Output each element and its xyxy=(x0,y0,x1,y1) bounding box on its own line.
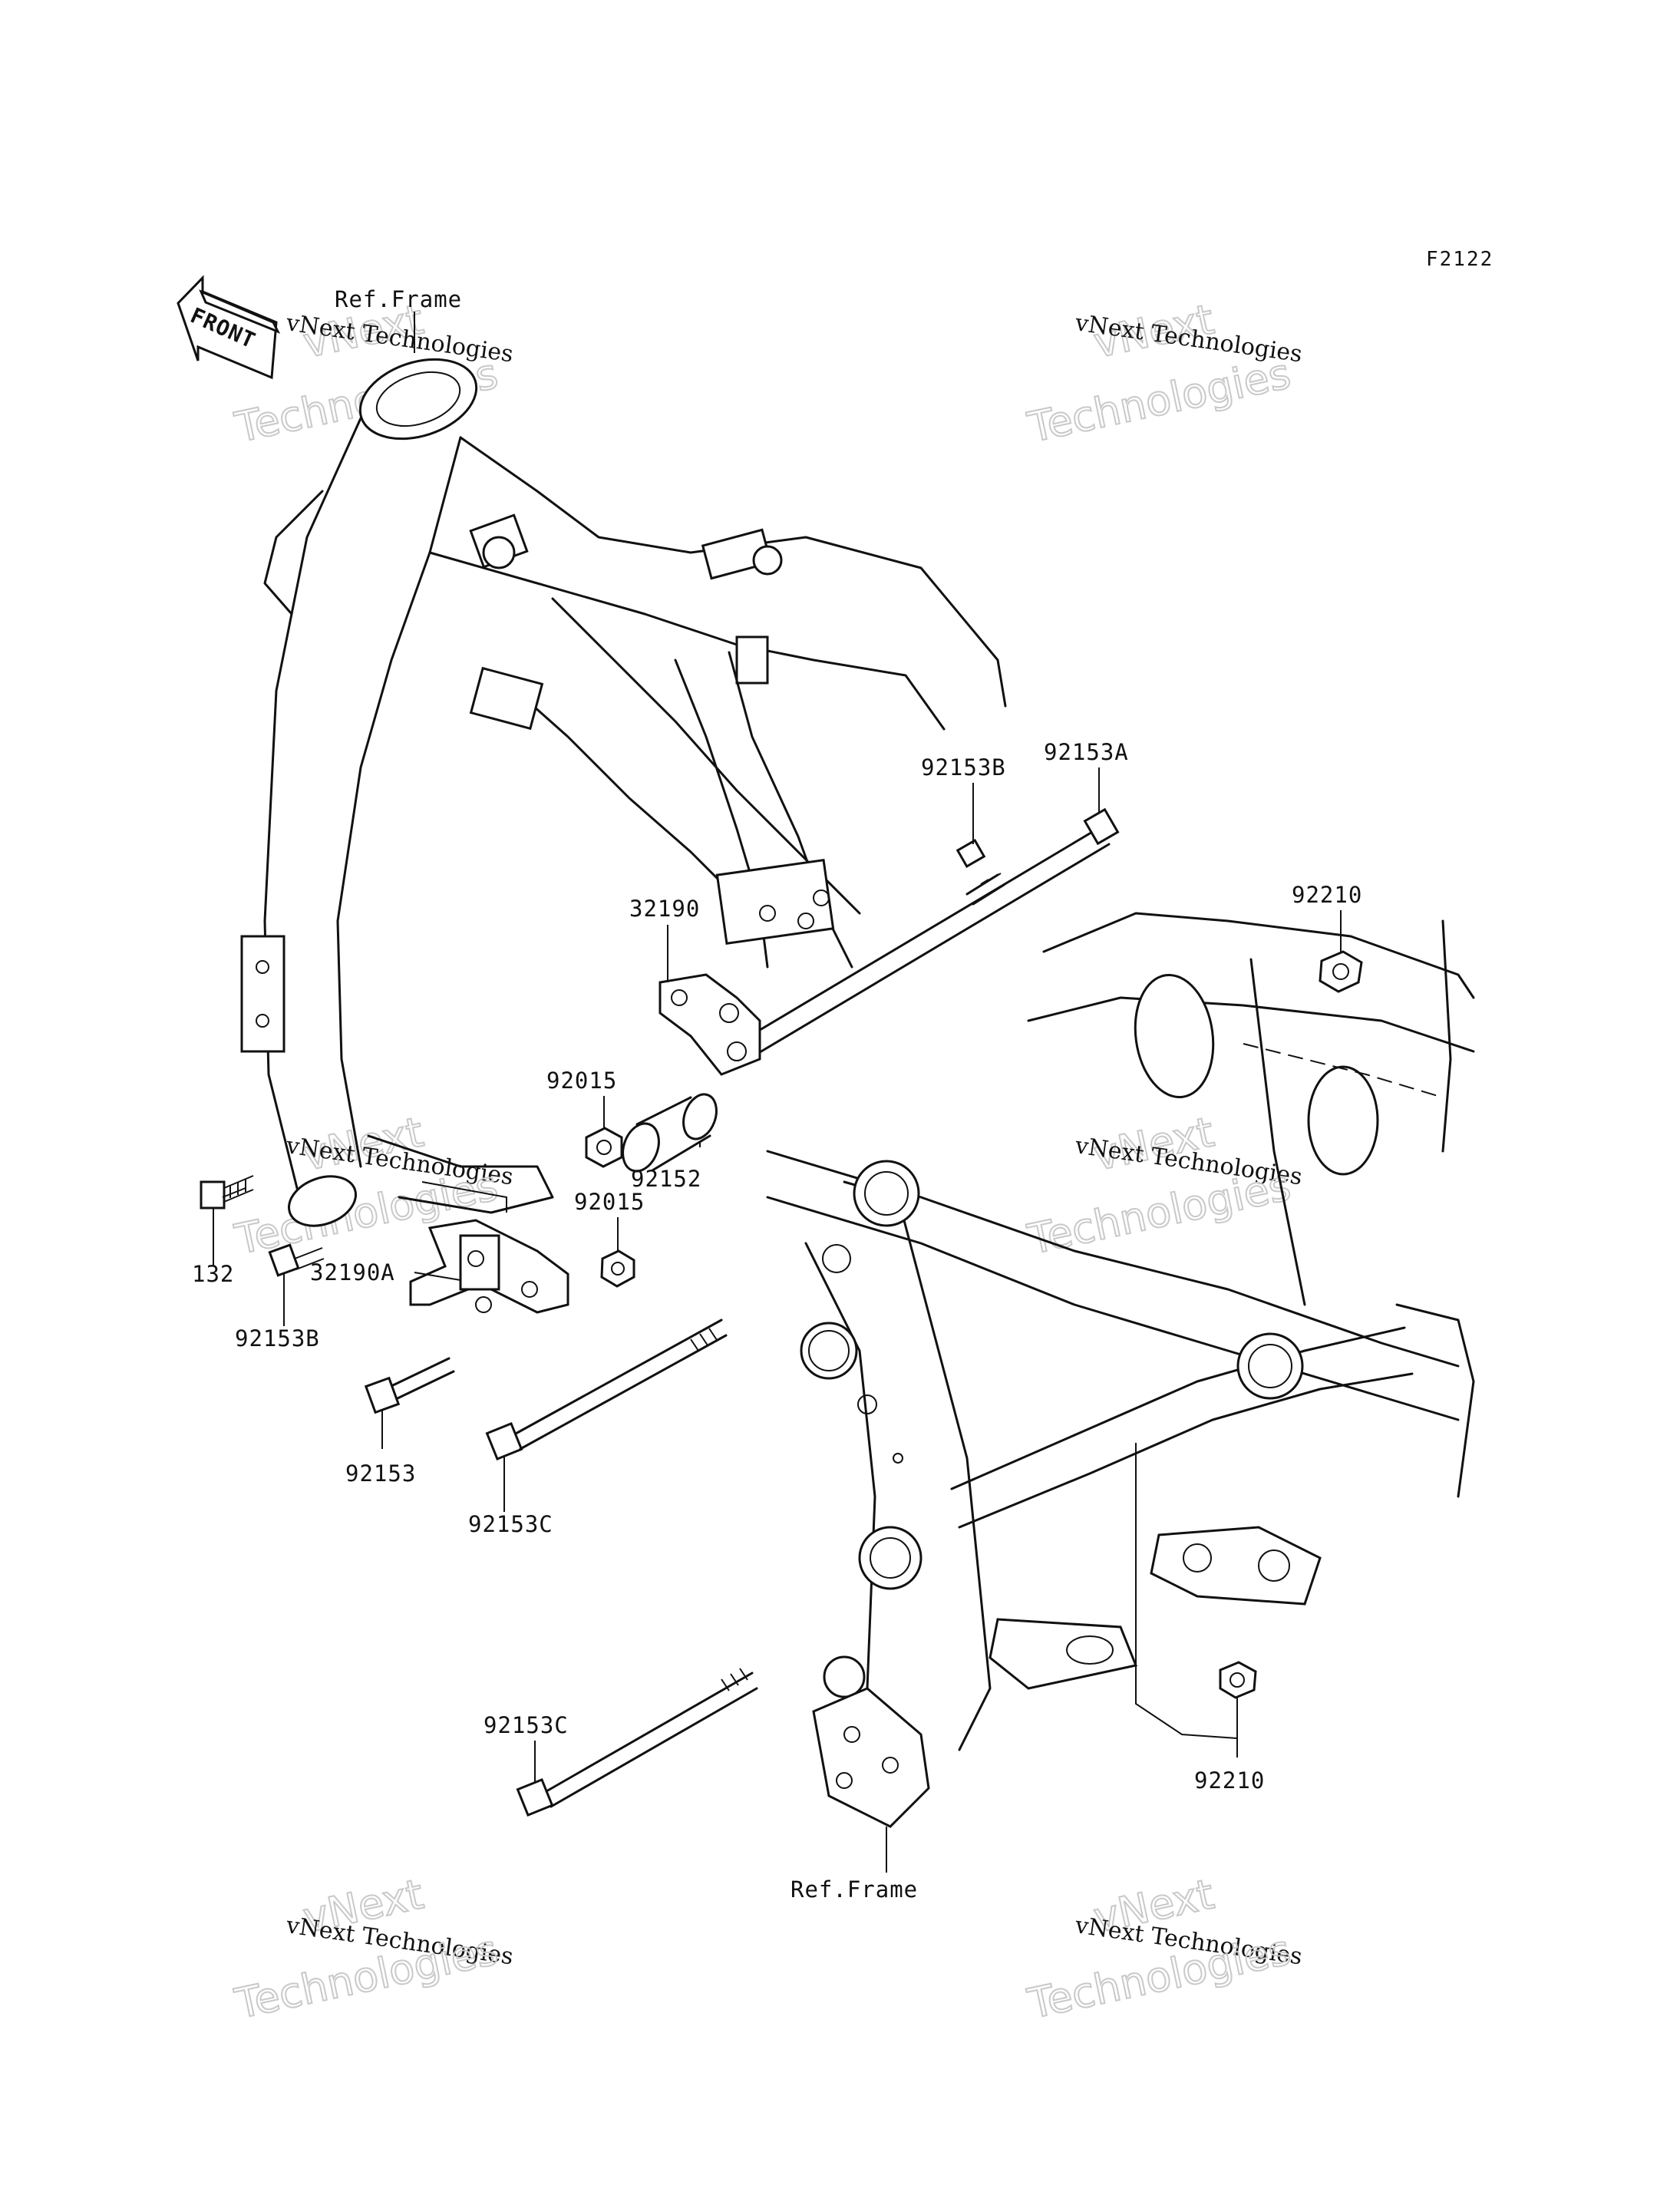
label-92153: 92153 xyxy=(345,1460,416,1487)
label-92153A: 92153A xyxy=(1044,739,1129,765)
label-92210-top: 92210 xyxy=(1292,882,1362,908)
figure-code: F2122 xyxy=(1426,248,1494,271)
label-92210-bottom: 92210 xyxy=(1194,1767,1265,1794)
label-92153C-mid: 92153C xyxy=(468,1511,553,1537)
callout-labels: Ref.Frame 92153A 92153B 92210 32190 9201… xyxy=(192,286,1362,1903)
label-92015-top: 92015 xyxy=(546,1068,617,1094)
spacer-92152 xyxy=(622,1093,718,1173)
bracket-32190 xyxy=(658,973,761,1076)
label-132: 132 xyxy=(192,1261,234,1287)
bracket-32190A xyxy=(409,1219,569,1314)
bolt-92153C-bottom xyxy=(516,1668,758,1817)
watermark-middle-left: vNext vNext Technologies Technologies xyxy=(230,1107,515,1265)
label-92153C-bottom: 92153C xyxy=(484,1712,569,1738)
nut-92210-top xyxy=(1319,950,1363,993)
watermark-bottom-left: vNext vNext Technologies Technologies xyxy=(230,1869,515,2029)
bolt-92153B-bottom xyxy=(268,1243,325,1277)
label-92153B-top: 92153B xyxy=(921,754,1006,781)
leader-lines xyxy=(213,312,1342,1873)
frame-right-section xyxy=(766,912,1475,1828)
bolt-132 xyxy=(200,1175,254,1210)
label-92153B-bottom: 92153B xyxy=(235,1325,320,1351)
nut-92015-mid xyxy=(600,1249,635,1288)
label-ref-frame-bottom: Ref.Frame xyxy=(790,1876,918,1903)
bolt-92153B-top xyxy=(956,839,1005,906)
watermark-top-right: vNext vNext Technologies Technologies xyxy=(1023,294,1304,453)
label-ref-frame-top: Ref.Frame xyxy=(335,286,462,312)
label-32190: 32190 xyxy=(629,896,700,922)
label-92015-mid: 92015 xyxy=(574,1189,645,1215)
watermark-bottom-right: vNext vNext Technologies Technologies xyxy=(1023,1869,1304,2029)
bolt-92153A xyxy=(735,807,1120,1061)
label-32190A: 32190A xyxy=(310,1259,395,1285)
nut-92210-bottom xyxy=(1219,1661,1257,1699)
watermark-middle-right: vNext vNext Technologies Technologies xyxy=(1023,1107,1304,1265)
label-92152: 92152 xyxy=(631,1166,701,1192)
frame-left-section xyxy=(240,358,1007,1227)
bolt-92153C-mid xyxy=(485,1318,728,1461)
front-arrow-icon: FRONT xyxy=(177,275,281,380)
bolt-92153 xyxy=(364,1357,455,1414)
nut-92015-top xyxy=(585,1127,623,1168)
svg-text:Technologies: Technologies xyxy=(1024,349,1295,452)
